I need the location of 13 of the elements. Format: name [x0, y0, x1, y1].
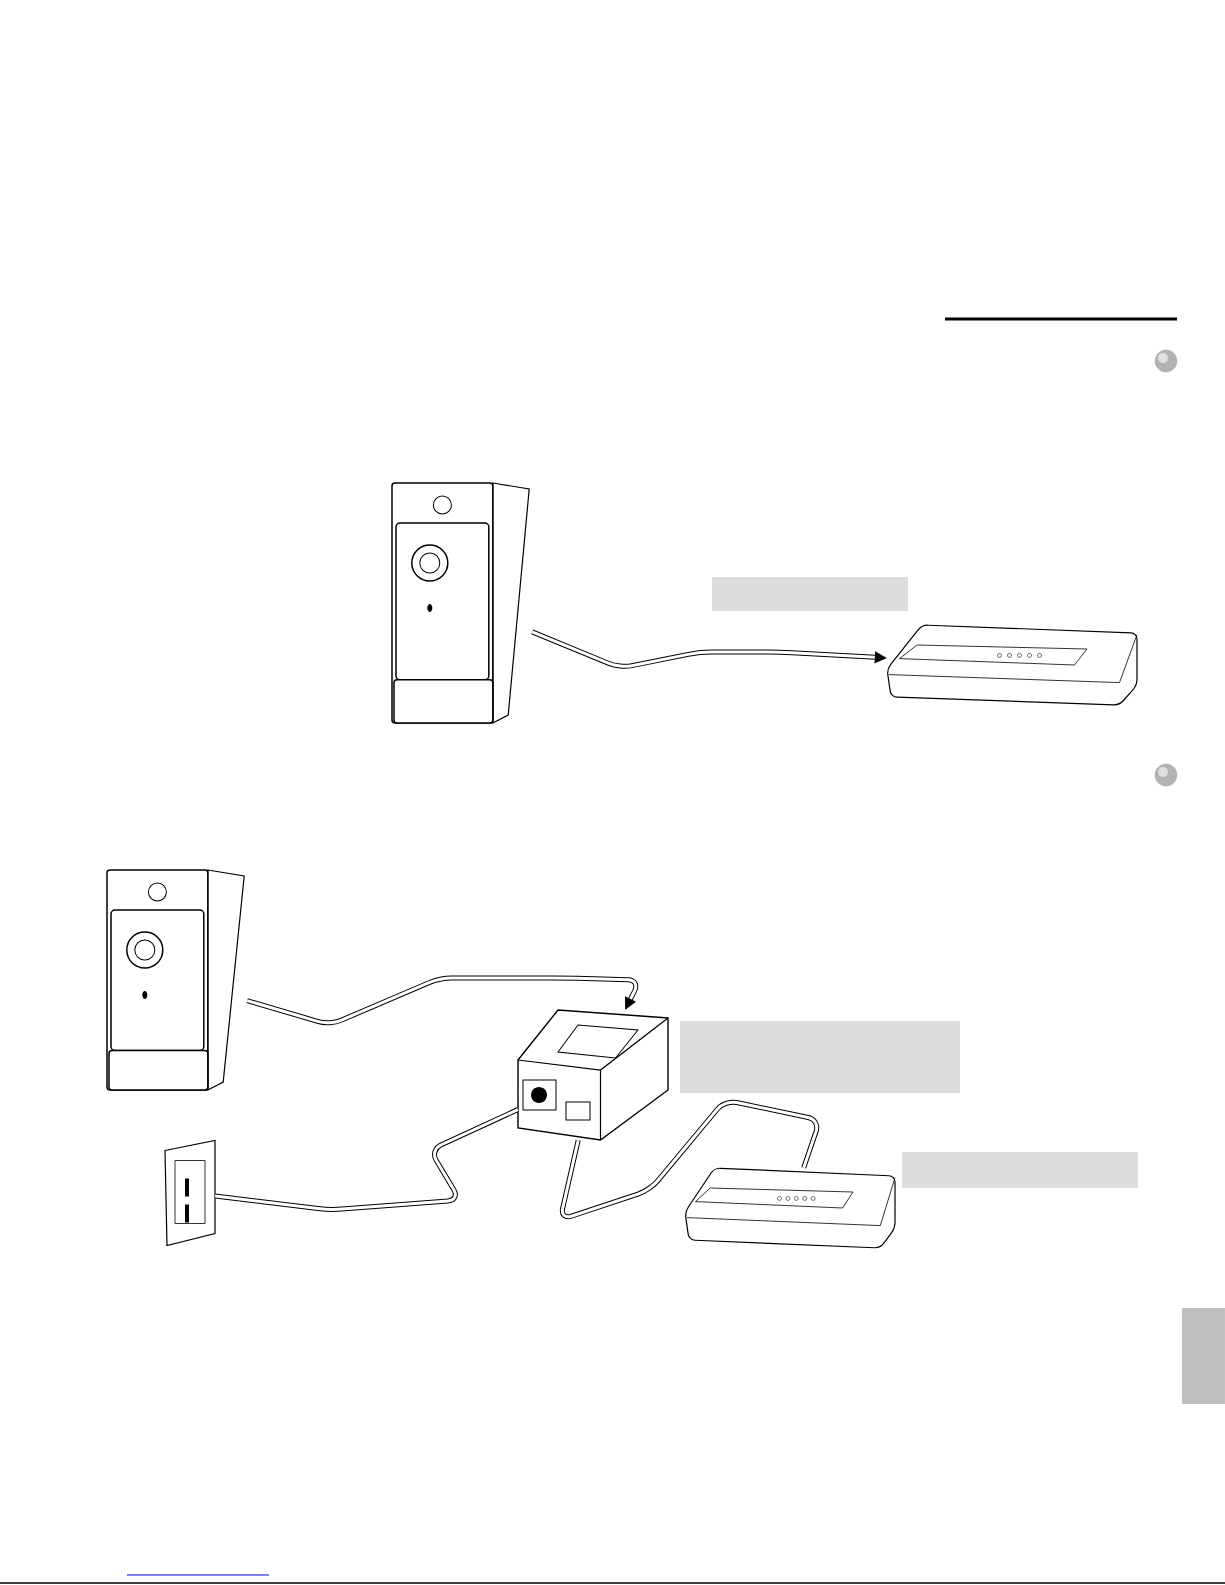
router-drawing: [887, 624, 1138, 706]
camera-drawing: [106, 869, 245, 1091]
cable: [531, 629, 887, 669]
wall-outlet-drawing: [164, 1139, 216, 1247]
cable: [214, 1107, 519, 1212]
label-box: [712, 577, 908, 611]
power-injector-drawing: [517, 1009, 669, 1141]
camera-drawing: [391, 482, 530, 724]
cable: [559, 1099, 820, 1220]
cable: [246, 975, 639, 1026]
label-box: [902, 1152, 1138, 1188]
label-box: [680, 1021, 960, 1093]
router-drawing: [685, 1167, 896, 1249]
